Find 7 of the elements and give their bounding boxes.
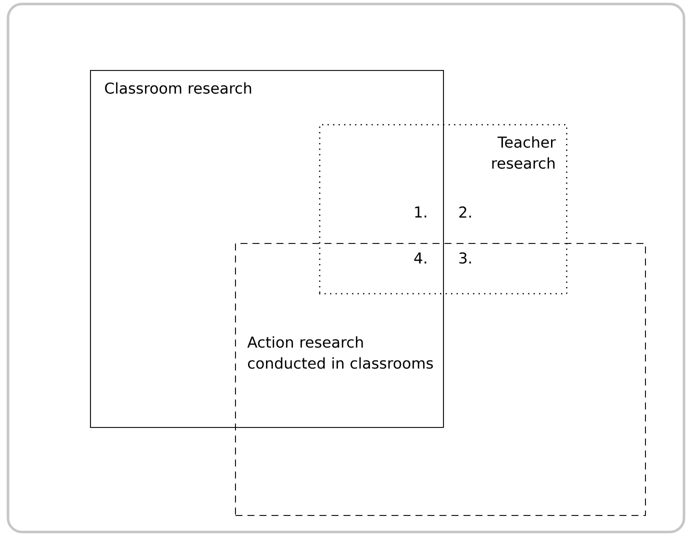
region-label: Classroom research (105, 82, 252, 94)
region-label: Teacher research (492, 136, 556, 169)
region-number: 1. (415, 206, 426, 218)
region-number: 3. (459, 252, 471, 264)
region-number: 2. (459, 206, 471, 218)
region-number: 4. (414, 252, 426, 264)
region-label: Action research conducted in classrooms (247, 336, 433, 369)
